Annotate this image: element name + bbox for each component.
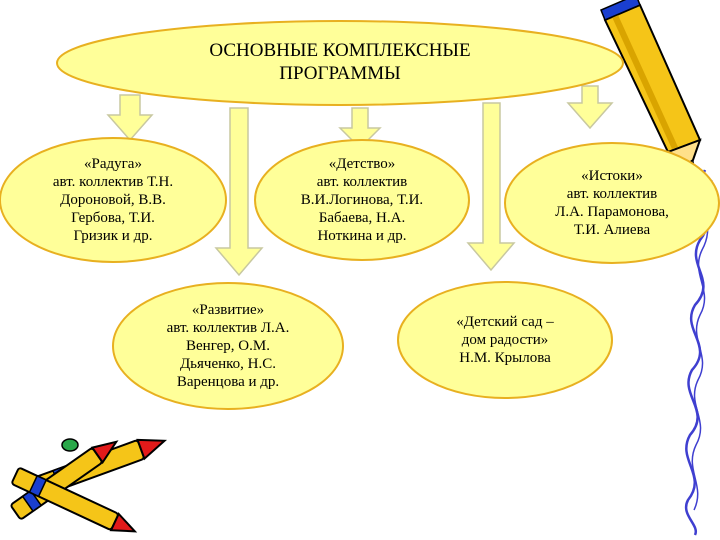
detstvo-line-5: Ноткина и др. — [317, 228, 407, 244]
istoki-title: «Истоки» — [581, 168, 643, 184]
detstvo-line-2: авт. коллектив — [316, 174, 408, 190]
istoki-line-3: Л.А. Парамонова, — [555, 204, 669, 220]
detsky-sad-line-2: дом радости» — [461, 332, 549, 348]
arrow-to-razvitie — [214, 107, 264, 277]
istoki-line-2: авт. коллектив — [566, 186, 658, 202]
razvitie-label: «Развитие» авт. коллектив Л.А. Венгер, О… — [123, 290, 333, 402]
detstvo-label: «Детство» авт. коллектив В.И.Логинова, Т… — [262, 145, 462, 255]
istoki-label: «Истоки» авт. коллектив Л.А. Парамонова,… — [512, 155, 712, 251]
istoki-line-4: Т.И. Алиева — [573, 222, 651, 238]
detstvo-line-3: В.И.Логинова, Т.И. — [300, 192, 424, 208]
detsky-sad-label: «Детский сад – дом радости» Н.М. Крылова — [405, 305, 605, 375]
raduga-line-2: авт. коллектив Т.Н. — [52, 174, 174, 190]
razvitie-line-5: Варенцова и др. — [176, 374, 280, 390]
raduga-label: «Радуга» авт. коллектив Т.Н. Дороновой, … — [5, 145, 221, 255]
razvitie-line-4: Дьяченко, Н.С. — [179, 356, 277, 372]
arrow-to-raduga — [106, 94, 154, 142]
arrow-to-istoki — [566, 85, 614, 130]
pencil-icon — [600, 0, 702, 176]
crayons-icon — [10, 438, 168, 533]
raduga-title: «Радуга» — [84, 156, 142, 172]
title-line-2: ПРОГРАММЫ — [279, 63, 401, 84]
node-detsky-sad — [397, 281, 613, 399]
node-razvitie — [112, 282, 344, 410]
raduga-line-3: Дороновой, В.В. — [60, 192, 166, 208]
razvitie-title: «Развитие» — [191, 302, 265, 318]
node-detstvo — [254, 139, 470, 261]
arrow-to-detsky-sad — [466, 102, 516, 272]
title-ellipse — [56, 20, 624, 106]
razvitie-line-2: авт. коллектив Л.А. — [166, 320, 290, 336]
arrow-to-detstvo — [338, 107, 382, 150]
title-line-1: ОСНОВНЫЕ КОМПЛЕКСНЫЕ — [209, 40, 471, 62]
node-raduga — [0, 137, 227, 263]
title-label: ОСНОВНЫЕ КОМПЛЕКСНЫЕ ПРОГРАММЫ — [100, 30, 580, 96]
scribble-decoration-2 — [691, 179, 713, 511]
raduga-line-4: Гербова, Т.И. — [71, 210, 155, 226]
detsky-sad-line-3: Н.М. Крылова — [459, 350, 551, 366]
razvitie-line-3: Венгер, О.М. — [186, 338, 270, 354]
node-istoki — [504, 142, 720, 264]
detsky-sad-line-1: «Детский сад – — [456, 314, 554, 330]
raduga-line-5: Гризик и др. — [73, 228, 153, 244]
scribble-decoration — [684, 169, 709, 536]
detstvo-title: «Детство» — [328, 156, 396, 172]
detstvo-line-4: Бабаева, Н.А. — [318, 210, 406, 226]
